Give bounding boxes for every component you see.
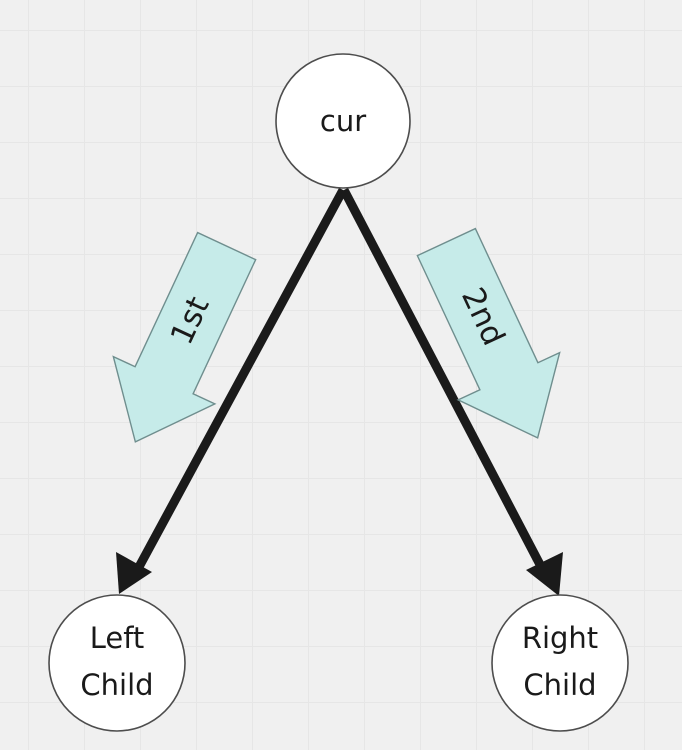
node-left-child-circle[interactable] (48, 594, 186, 732)
node-right-child-label-line1: Right (522, 621, 598, 655)
node-left-child-label-line2: Child (80, 668, 153, 702)
node-cur-circle[interactable] (275, 53, 411, 189)
node-left-child[interactable]: Left Child (48, 594, 186, 732)
node-right-child-label-line2: Child (523, 668, 596, 702)
node-right-child[interactable]: Right Child (491, 594, 629, 732)
annotation-first-step: 1st (112, 231, 257, 443)
edge-cur-to-left-child (116, 187, 347, 594)
annotation-second-step: 2nd (416, 227, 561, 439)
arrowhead-right (526, 552, 563, 596)
arrowhead-left (116, 552, 152, 594)
edge-cur-to-right-child (340, 187, 563, 596)
node-right-child-circle[interactable] (491, 594, 629, 732)
node-cur-label: cur (320, 104, 366, 138)
edge-line-right (340, 187, 551, 581)
node-cur[interactable]: cur (275, 53, 411, 189)
node-left-child-label-line1: Left (90, 621, 145, 655)
edge-line-left (129, 187, 347, 581)
block-arrow-shape-1st (112, 231, 257, 443)
block-arrow-shape-2nd (416, 227, 561, 439)
